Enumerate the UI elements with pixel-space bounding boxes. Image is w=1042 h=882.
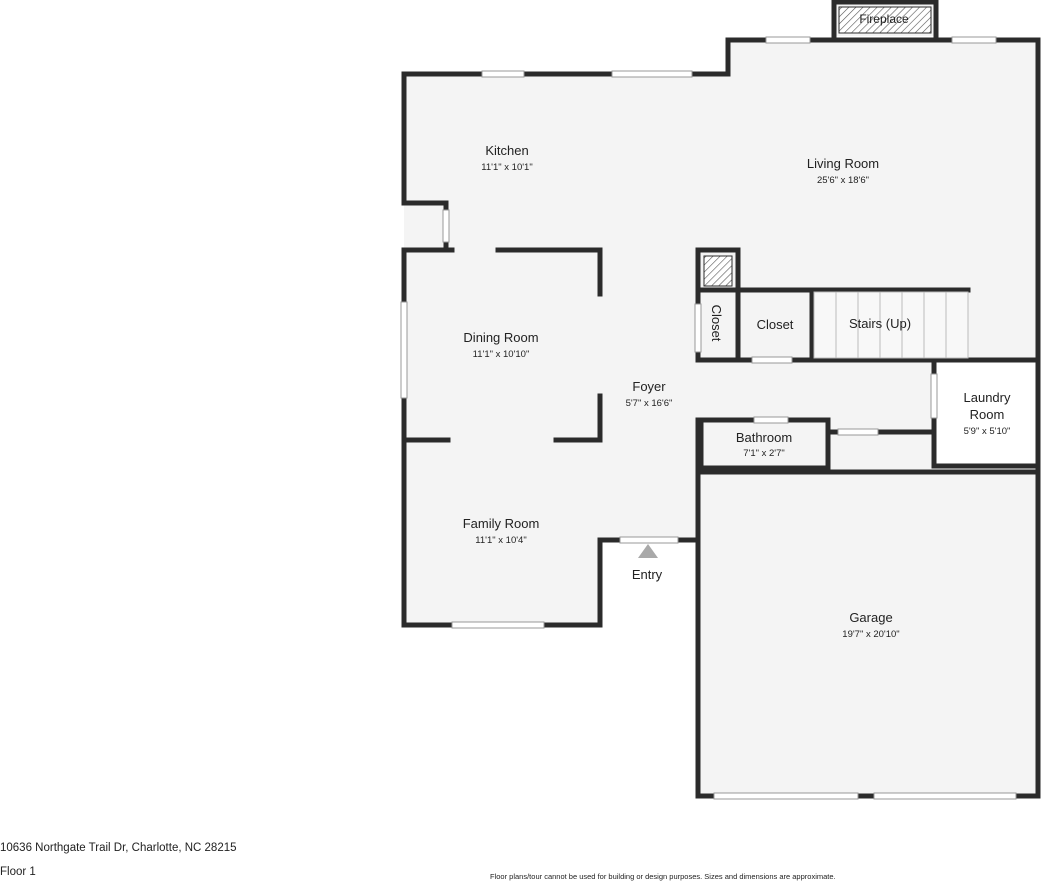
disclaimer-text: Floor plans/tour cannot be used for buil… bbox=[490, 872, 836, 881]
window-pantry bbox=[442, 209, 450, 243]
garage-label: Garage bbox=[849, 610, 892, 625]
window-dining bbox=[400, 301, 408, 399]
living-room-label: Living Room bbox=[807, 156, 879, 171]
chimney-chase bbox=[703, 255, 733, 287]
bathroom-label: Bathroom bbox=[736, 430, 792, 445]
laundry-room-label-line2: Room bbox=[970, 407, 1005, 422]
door-laundry bbox=[837, 428, 879, 436]
kitchen-label: Kitchen bbox=[485, 143, 528, 158]
wall-fireplace bbox=[831, 0, 939, 43]
door-bathroom bbox=[753, 416, 789, 424]
entry-arrow-icon bbox=[638, 544, 658, 558]
door-laundry-side bbox=[930, 373, 938, 419]
property-address: 10636 Northgate Trail Dr, Charlotte, NC … bbox=[0, 842, 237, 854]
wall-kd-right bbox=[495, 247, 603, 297]
closet-label: Closet bbox=[757, 317, 794, 332]
foyer-label: Foyer bbox=[632, 379, 666, 394]
dining-room-dims: 11'1" x 10'10" bbox=[473, 349, 530, 360]
closet-vertical-label: Closet bbox=[709, 305, 724, 342]
window-fireplace-left bbox=[765, 36, 811, 44]
garage-dims: 19'7" x 20'10" bbox=[842, 629, 899, 640]
window-family bbox=[451, 621, 545, 629]
living-room-dims: 25'6" x 18'6" bbox=[817, 175, 869, 186]
door-entry bbox=[619, 536, 679, 544]
kitchen-dims: 11'1" x 10'1" bbox=[481, 162, 532, 173]
entry-label: Entry bbox=[632, 567, 663, 582]
floor-label: Floor 1 bbox=[0, 866, 36, 878]
dining-room-label: Dining Room bbox=[463, 330, 538, 345]
garage-door-right bbox=[873, 792, 1017, 800]
stairs-label: Stairs (Up) bbox=[849, 316, 911, 331]
door-closet bbox=[751, 356, 793, 364]
floor-area bbox=[404, 2, 1038, 796]
window-living-top-left bbox=[611, 70, 693, 78]
fireplace-icon bbox=[838, 6, 932, 34]
laundry-room-dims: 5'9" x 5'10" bbox=[964, 426, 1011, 437]
foyer-dims: 5'7" x 16'6" bbox=[626, 398, 673, 409]
window-fireplace-right bbox=[951, 36, 997, 44]
window-closet-small bbox=[694, 303, 702, 353]
garage-door-left bbox=[713, 792, 859, 800]
laundry-room-label-line1: Laundry bbox=[964, 390, 1011, 405]
windows bbox=[400, 36, 1017, 800]
wall-df-right bbox=[553, 393, 603, 443]
family-room-dims: 11'1" x 10'4" bbox=[475, 535, 526, 546]
stairs-treads bbox=[813, 291, 969, 359]
fireplace-label: Fireplace bbox=[859, 12, 909, 26]
window-kitchen-top bbox=[481, 70, 525, 78]
wall-west-lower bbox=[401, 247, 623, 628]
family-room-label: Family Room bbox=[463, 516, 540, 531]
bathroom-dims: 7'1" x 2'7" bbox=[743, 448, 785, 459]
